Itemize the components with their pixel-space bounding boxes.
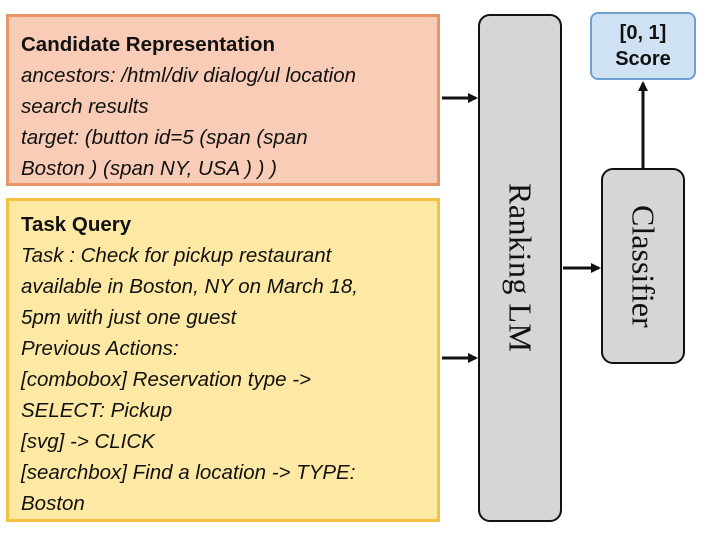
score-range: [0, 1] — [619, 22, 667, 44]
candidate-representation-box: Candidate Representation ancestors: /htm… — [6, 14, 440, 186]
ranking-lm-label: Ranking LM — [502, 183, 539, 353]
task-query-line: Boston — [21, 492, 85, 515]
candidate-line: ancestors: /html/div dialog/ul location — [21, 64, 357, 87]
task-query-line: Task : Check for pickup restaurant — [21, 244, 332, 267]
score-box: [0, 1] Score — [590, 12, 696, 80]
task-query-line: 5pm with just one guest — [21, 306, 237, 329]
score-label: Score — [615, 48, 671, 70]
candidate-line: Boston ) (span NY, USA ) ) ) — [21, 157, 277, 180]
task-query-line: [searchbox] Find a location -> TYPE: — [21, 461, 356, 484]
candidate-representation-title: Candidate Representation — [21, 33, 276, 56]
task-query-box: Task Query Task : Check for pickup resta… — [6, 198, 440, 522]
ranking-lm-box: Ranking LM — [478, 14, 562, 522]
task-query-line: available in Boston, NY on March 18, — [21, 275, 358, 298]
task-query-line: [svg] -> CLICK — [21, 430, 155, 453]
task-query-line: SELECT: Pickup — [21, 399, 173, 422]
task-query-line: Previous Actions: — [21, 337, 179, 360]
classifier-label: Classifier — [625, 204, 662, 328]
classifier-box: Classifier — [601, 168, 685, 364]
candidate-line: search results — [21, 95, 149, 118]
task-query-line: [combobox] Reservation type -> — [21, 368, 311, 391]
candidate-line: target: (button id=5 (span (span — [21, 126, 308, 149]
task-query-title: Task Query — [21, 213, 132, 236]
